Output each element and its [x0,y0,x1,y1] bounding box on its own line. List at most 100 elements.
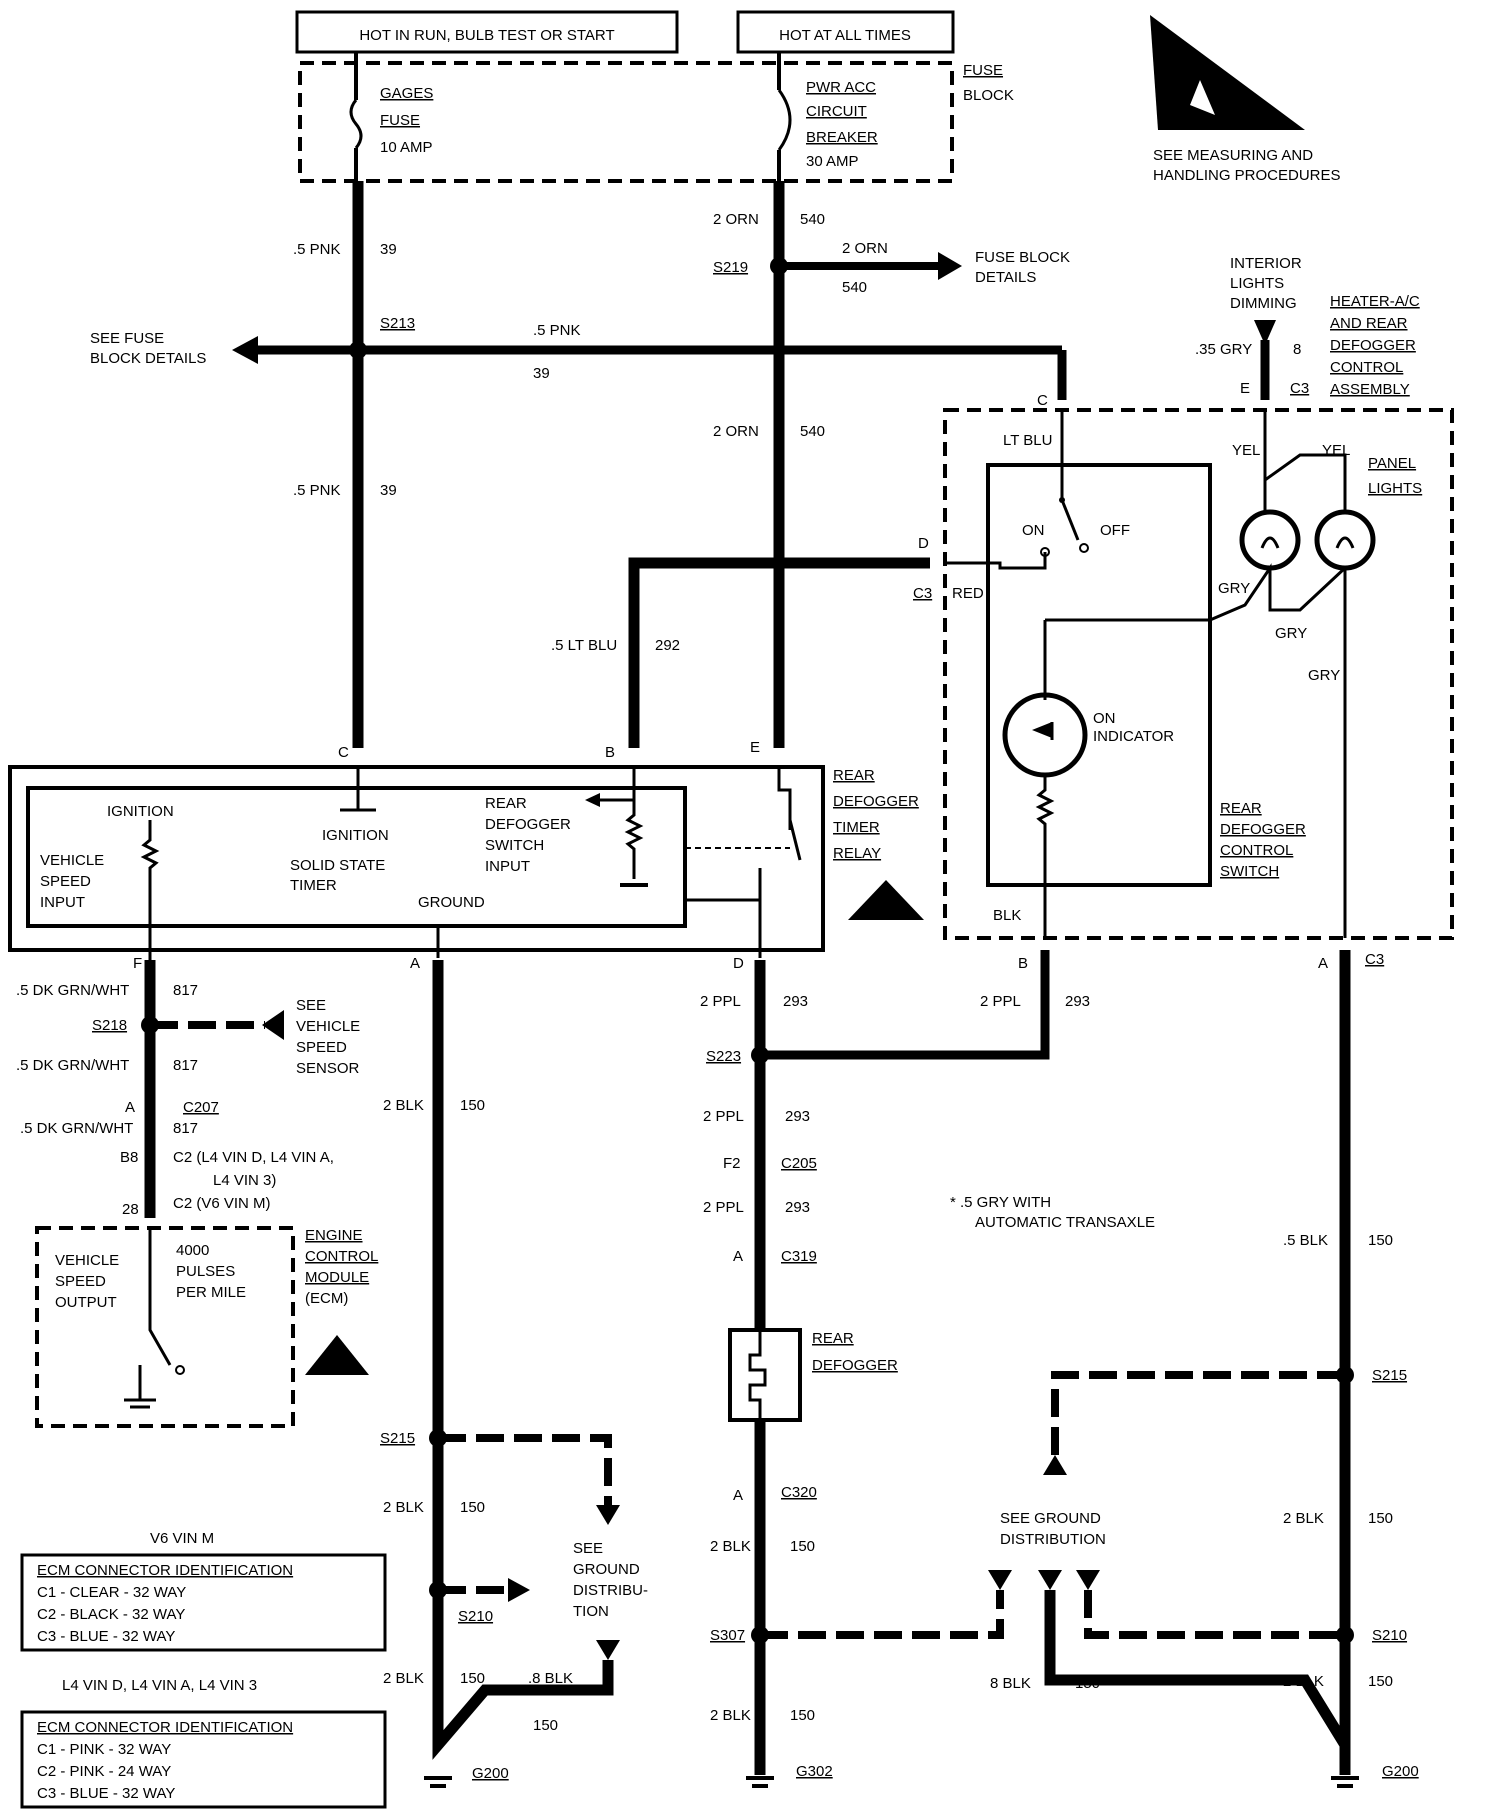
interior-2: LIGHTS [1230,275,1284,292]
wire-blk8b-label: 8 BLK [990,1675,1031,1692]
ecm-id-l4-row2: C2 - PINK - 24 WAY [37,1763,171,1780]
arrow-see-fuse-block [232,336,258,364]
ecm-pulses-3: PER MILE [176,1284,246,1301]
conn-c205: C205 [781,1155,817,1172]
ecm-id-l4-row3: C3 - BLUE - 32 WAY [37,1785,175,1802]
ecm-pulses-1: 4000 [176,1242,209,1259]
wire-540-label-h: 540 [842,279,867,296]
hot-in-run-label: HOT IN RUN, BULB TEST OR START [359,27,614,44]
wire-orn-label-2: 2 ORN [713,423,759,440]
relay-vss-1: VEHICLE [40,852,104,869]
wire-292-label: 292 [655,637,680,654]
pin-a-c207: A [125,1099,135,1116]
splice-s223-label: S223 [706,1048,741,1065]
ecm-id-v6-table [20,1553,387,1652]
wire-39-label-h: 39 [533,365,550,382]
wire-150-label-l2: 150 [460,1499,485,1516]
splice-s213-label: S213 [380,315,415,332]
esd-note-1: SEE MEASURING AND [1153,147,1313,164]
conn-c3-a: C3 [1365,951,1384,968]
conn-c2-l4: C2 (L4 VIN D, L4 VIN A, [173,1149,334,1166]
fuse-block-label-2: BLOCK [963,87,1014,104]
on-off-switch [1060,499,1080,541]
wire-293-label-2: 293 [1065,993,1090,1010]
conn-c319: C319 [781,1248,817,1265]
wire-pnk-label-1: .5 PNK [293,241,341,258]
arrow-interior-dimming [1254,320,1276,345]
note-gry-1: * .5 GRY WITH [950,1194,1051,1211]
sw-gry-2: GRY [1275,625,1307,642]
fuse-block-label-1: FUSE [963,62,1003,79]
sw-on-ind-1: ON [1093,710,1116,727]
relay-rd-1: REAR [485,795,527,812]
pin-a-c320: A [733,1487,743,1504]
wire-ltblu-label: .5 LT BLU [551,637,617,654]
wire-orn-label-h: 2 ORN [842,240,888,257]
wire-blk5-label: .5 BLK [1283,1232,1328,1249]
hvac-3: DEFOGGER [1330,337,1416,354]
ecm-id-v6-heading: V6 VIN M [150,1530,214,1547]
wire-blk-label-c1: 2 BLK [710,1538,751,1555]
conn-c3-d: C3 [913,585,932,602]
wire-150-label-r4: 150 [1368,1673,1393,1690]
ecm-id-v6-row3: C3 - BLUE - 32 WAY [37,1628,175,1645]
sw-yel-1: YEL [1232,442,1260,459]
fuse-details-1: FUSE BLOCK [975,249,1070,266]
wire-150-label-c1: 150 [790,1538,815,1555]
ecm-title-3: MODULE [305,1269,369,1286]
pin-e-c3: E [1240,380,1250,397]
relay-vss-3: INPUT [40,894,85,911]
relay-vss-2: SPEED [40,873,91,890]
relay-title-4: RELAY [833,845,881,862]
see-vss-4: SENSOR [296,1060,360,1077]
wire-150-label-r3: 150 [1075,1675,1100,1692]
defogger-2: DEFOGGER [812,1357,898,1374]
relay-ignition: IGNITION [107,803,174,820]
arrow-see-vss [262,1010,284,1040]
ecm-id-l4-table [20,1710,387,1809]
relay-ground: GROUND [418,894,485,911]
see-vss-2: VEHICLE [296,1018,360,1035]
sw-off: OFF [1100,522,1130,539]
see-fuse-2: BLOCK DETAILS [90,350,206,367]
wire-dkgrn-label-2: .5 DK GRN/WHT [16,1057,129,1074]
relay-rd-4: INPUT [485,858,530,875]
pin-a-relay: A [410,955,420,972]
wire-ppl-label-1: 2 PPL [700,993,741,1010]
wire-817-label-1: 817 [173,982,198,999]
see-gnd-l-2: GROUND [573,1561,640,1578]
rear-defogger-control-switch-box [986,463,1212,887]
see-vss-1: SEE [296,997,326,1014]
pin-a-c3: A [1318,955,1328,972]
conn-c3-e: C3 [1290,380,1309,397]
wire-293-label-3: 293 [785,1108,810,1125]
sw-gry-1: GRY [1218,580,1250,597]
pin-d-c3: D [918,535,929,552]
arrow-ground-up [596,1505,620,1525]
see-gnd-l-1: SEE [573,1540,603,1557]
circuit-label: CIRCUIT [806,103,867,120]
wire-pnk-label-2: .5 PNK [293,482,341,499]
fuse-details-2: DETAILS [975,269,1036,286]
ecm-title-1: ENGINE [305,1227,363,1244]
pin-f2: F2 [723,1155,741,1172]
ecm-id-l4-title: ECM CONNECTOR IDENTIFICATION [37,1719,293,1736]
wire-150-label-c2: 150 [790,1707,815,1724]
relay-title-2: DEFOGGER [833,793,919,810]
hvac-1: HEATER-A/C [1330,293,1420,310]
conn-c320: C320 [781,1484,817,1501]
sw-on: ON [1022,522,1045,539]
arrow-ground-down [596,1640,620,1660]
relay-title-3: TIMER [833,819,880,836]
wire-dkgrn-label-1: .5 DK GRN/WHT [16,982,129,999]
wire-pnk-label-h: .5 PNK [533,322,581,339]
wire-gry35-label: .35 GRY [1195,341,1252,358]
sw-gry-3: GRY [1308,667,1340,684]
interior-3: DIMMING [1230,295,1297,312]
relay-timer-2: TIMER [290,877,337,894]
sw-on-ind-2: INDICATOR [1093,728,1174,745]
pin-b-c3: B [1018,955,1028,972]
rear-defogger-timer-relay-outline [8,765,825,952]
wire-blk-label-l3: 2 BLK [383,1670,424,1687]
defogger-1: REAR [812,1330,854,1347]
